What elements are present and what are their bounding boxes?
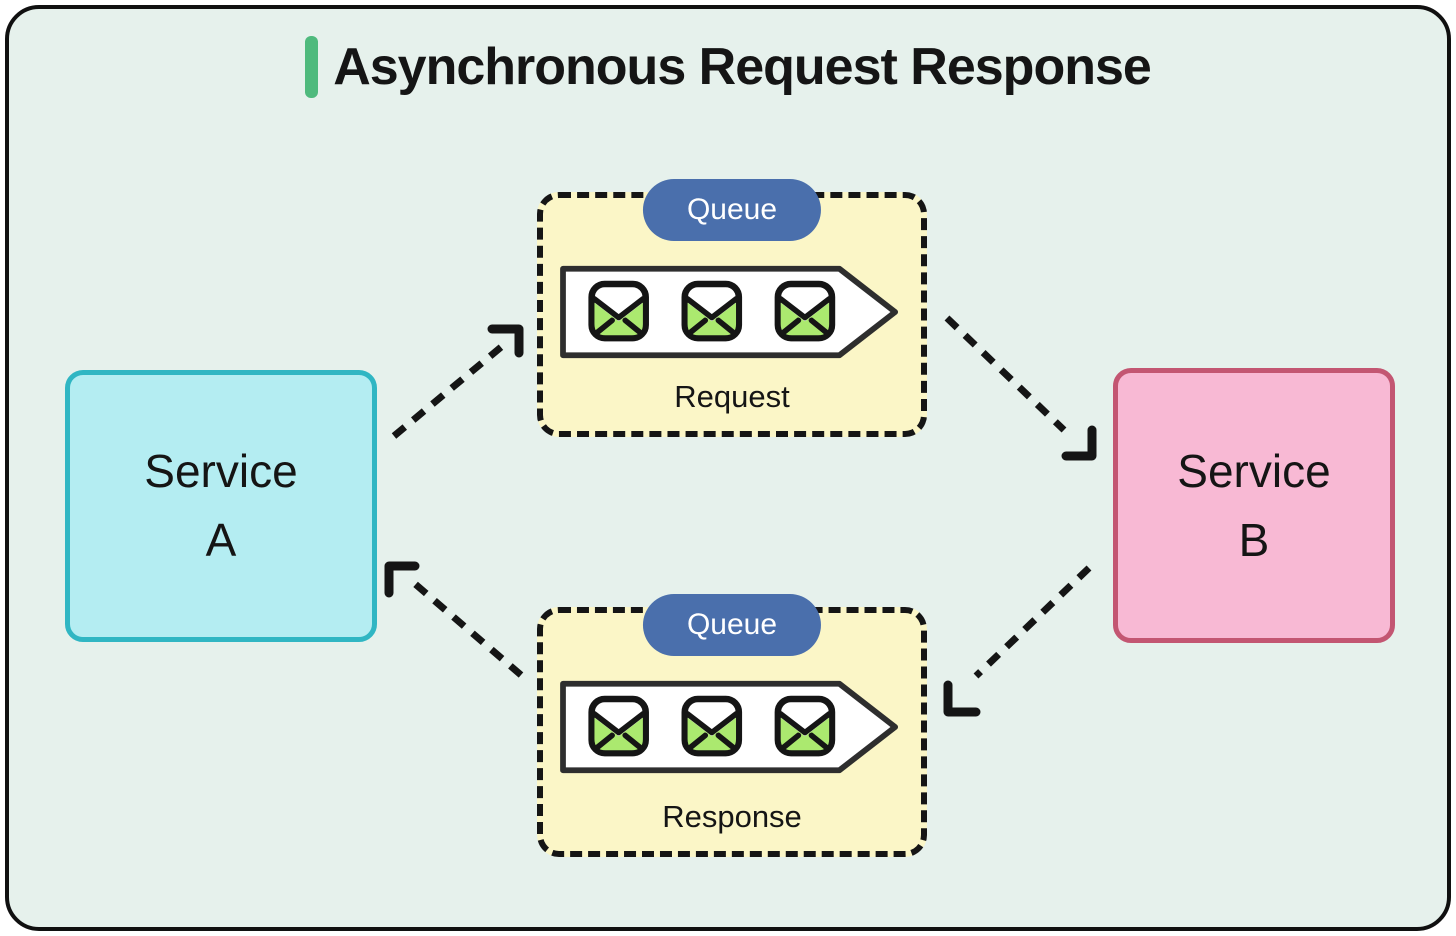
page-title: Asynchronous Request Response xyxy=(333,38,1152,96)
service-a-box: Service A xyxy=(65,370,377,642)
response-queue-label: Response xyxy=(662,799,802,834)
title-row: Asynchronous Request Response xyxy=(0,36,1456,98)
request-queue-label: Request xyxy=(674,379,790,414)
request-queue-box: Queue Request xyxy=(537,179,927,437)
service-label-line: Service xyxy=(1177,444,1331,497)
envelope-icon xyxy=(685,699,739,753)
envelope-icon xyxy=(592,284,646,338)
queue-badge: Queue xyxy=(642,594,822,656)
service-label-line: A xyxy=(205,514,237,566)
envelope-icon xyxy=(778,699,832,753)
queue-badge-label: Queue xyxy=(686,608,778,641)
envelope-icon xyxy=(778,284,832,338)
envelope-icon xyxy=(685,284,739,338)
message-conveyor xyxy=(560,265,899,359)
queue-badge-label: Queue xyxy=(686,193,778,226)
envelope-icon xyxy=(592,699,646,753)
service-b-box: Service B xyxy=(1113,368,1395,643)
service-label-line: B xyxy=(1238,513,1270,566)
service-label-line: Service xyxy=(144,445,298,497)
title-accent-bar xyxy=(305,36,319,98)
message-conveyor xyxy=(560,680,899,774)
queue-badge: Queue xyxy=(642,179,822,241)
response-queue-box: Queue Response xyxy=(537,594,927,857)
service-a-label: Service A xyxy=(144,437,297,575)
service-b-label: Service B xyxy=(1177,437,1330,575)
